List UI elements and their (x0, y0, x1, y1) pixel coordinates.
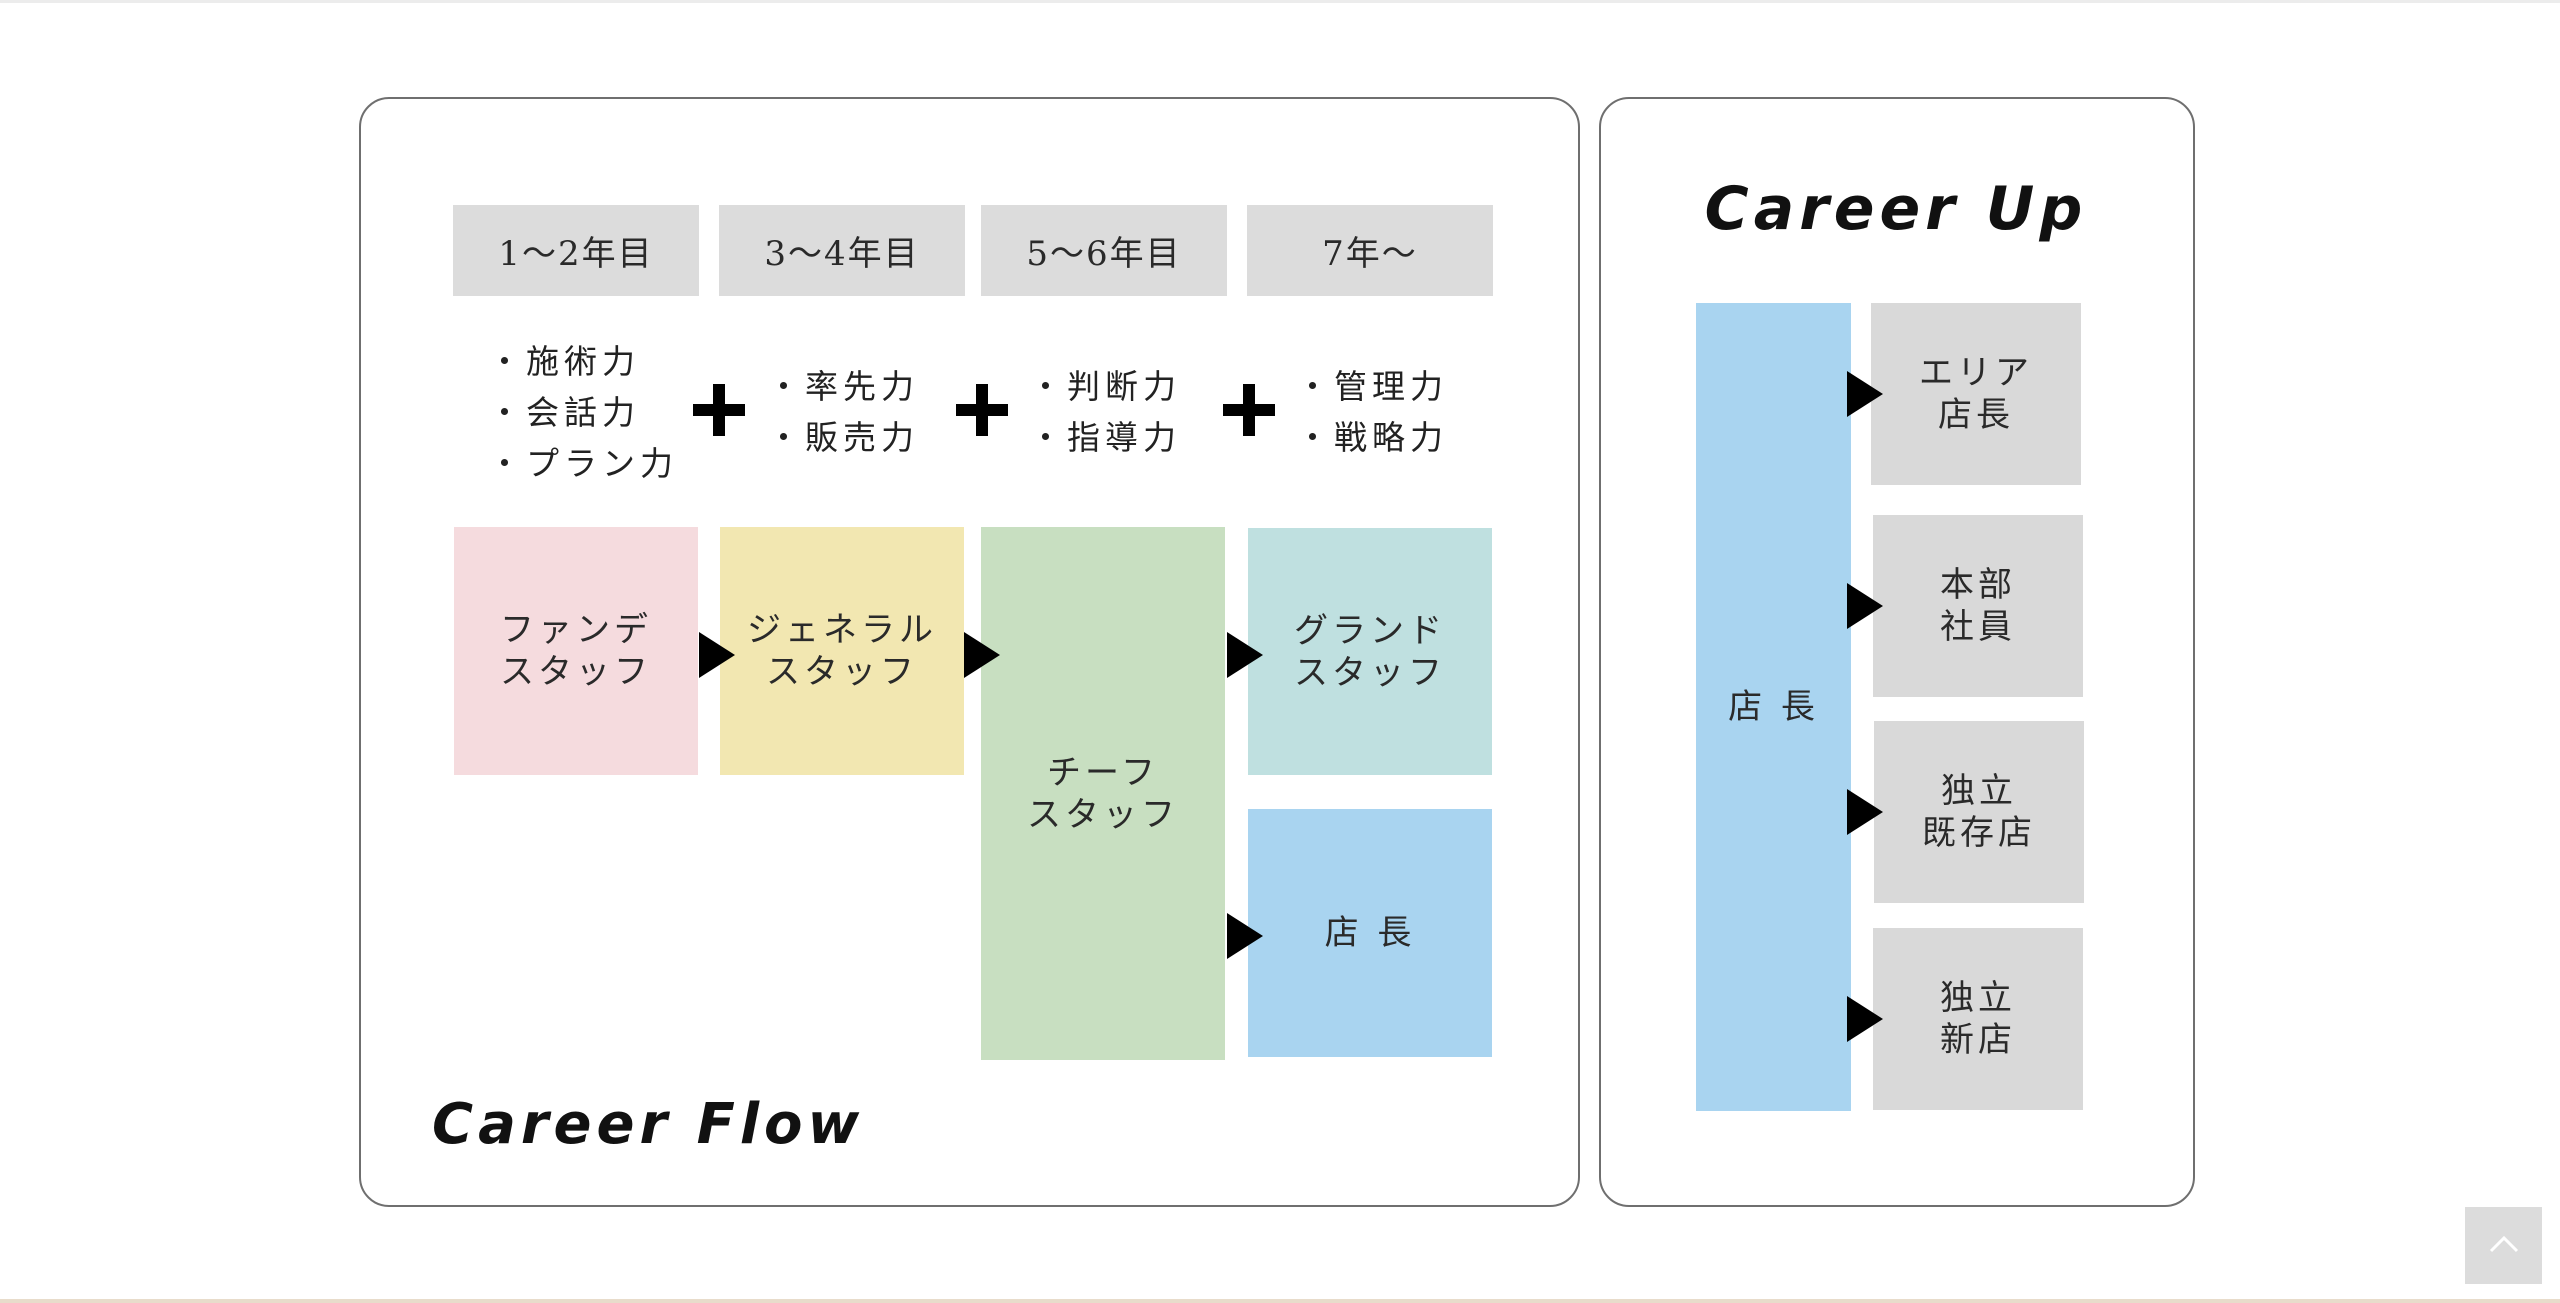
skill-item: ・管理力 (1296, 367, 1448, 406)
plus-icon (691, 382, 747, 438)
career-flow-title: Career Flow (432, 1092, 865, 1157)
skill-item: ・販売力 (767, 418, 919, 457)
bottom-border (0, 1299, 2560, 1303)
stage-fande-staff: ファンデ スタッフ (454, 527, 698, 775)
skill-item: ・会話力 (488, 392, 640, 432)
plus-icon (1221, 382, 1277, 438)
triangle-right-icon (1847, 583, 1883, 629)
top-border (0, 0, 2560, 3)
stage-chief-staff: チーフ スタッフ (981, 527, 1225, 1060)
triangle-right-icon (1227, 913, 1263, 959)
career-option-independent-new: 独立 新店 (1873, 928, 2083, 1110)
skills-group-3: ・判断力 ・指導力 (1029, 360, 1219, 464)
stage-grand-staff: グランド スタッフ (1248, 528, 1492, 775)
skill-item: ・指導力 (1029, 418, 1181, 457)
skill-item: ・プラン力 (488, 443, 678, 483)
skills-group-4: ・管理力 ・戦略力 (1296, 360, 1486, 464)
skills-group-2: ・率先力 ・販売力 (767, 360, 957, 464)
chevron-up-icon (2489, 1235, 2519, 1257)
triangle-right-icon (699, 632, 735, 678)
stage-store-manager: 店 長 (1248, 809, 1492, 1057)
skill-item: ・施術力 (488, 341, 640, 381)
triangle-right-icon (1227, 632, 1263, 678)
triangle-right-icon (1847, 996, 1883, 1042)
skill-item: ・率先力 (767, 367, 919, 406)
career-up-title: Career Up (1704, 174, 2088, 244)
year-header-4: 7年～ (1247, 205, 1493, 296)
career-up-store-manager: 店 長 (1696, 303, 1851, 1111)
plus-icon (954, 382, 1010, 438)
triangle-right-icon (1847, 371, 1883, 417)
career-option-independent-existing: 独立 既存店 (1874, 721, 2084, 903)
scroll-to-top-button[interactable] (2465, 1207, 2542, 1284)
career-option-headquarters: 本部 社員 (1873, 515, 2083, 697)
year-header-3: 5～6年目 (981, 205, 1227, 296)
skill-item: ・戦略力 (1296, 418, 1448, 457)
year-header-1: 1～2年目 (453, 205, 699, 296)
triangle-right-icon (1847, 789, 1883, 835)
triangle-right-icon (964, 632, 1000, 678)
year-header-2: 3～4年目 (719, 205, 965, 296)
skill-item: ・判断力 (1029, 367, 1181, 406)
career-option-area-manager: エリア 店長 (1871, 303, 2081, 485)
skills-group-1: ・施術力 ・会話力 ・プラン力 (488, 335, 688, 489)
stage-general-staff: ジェネラル スタッフ (720, 527, 964, 775)
